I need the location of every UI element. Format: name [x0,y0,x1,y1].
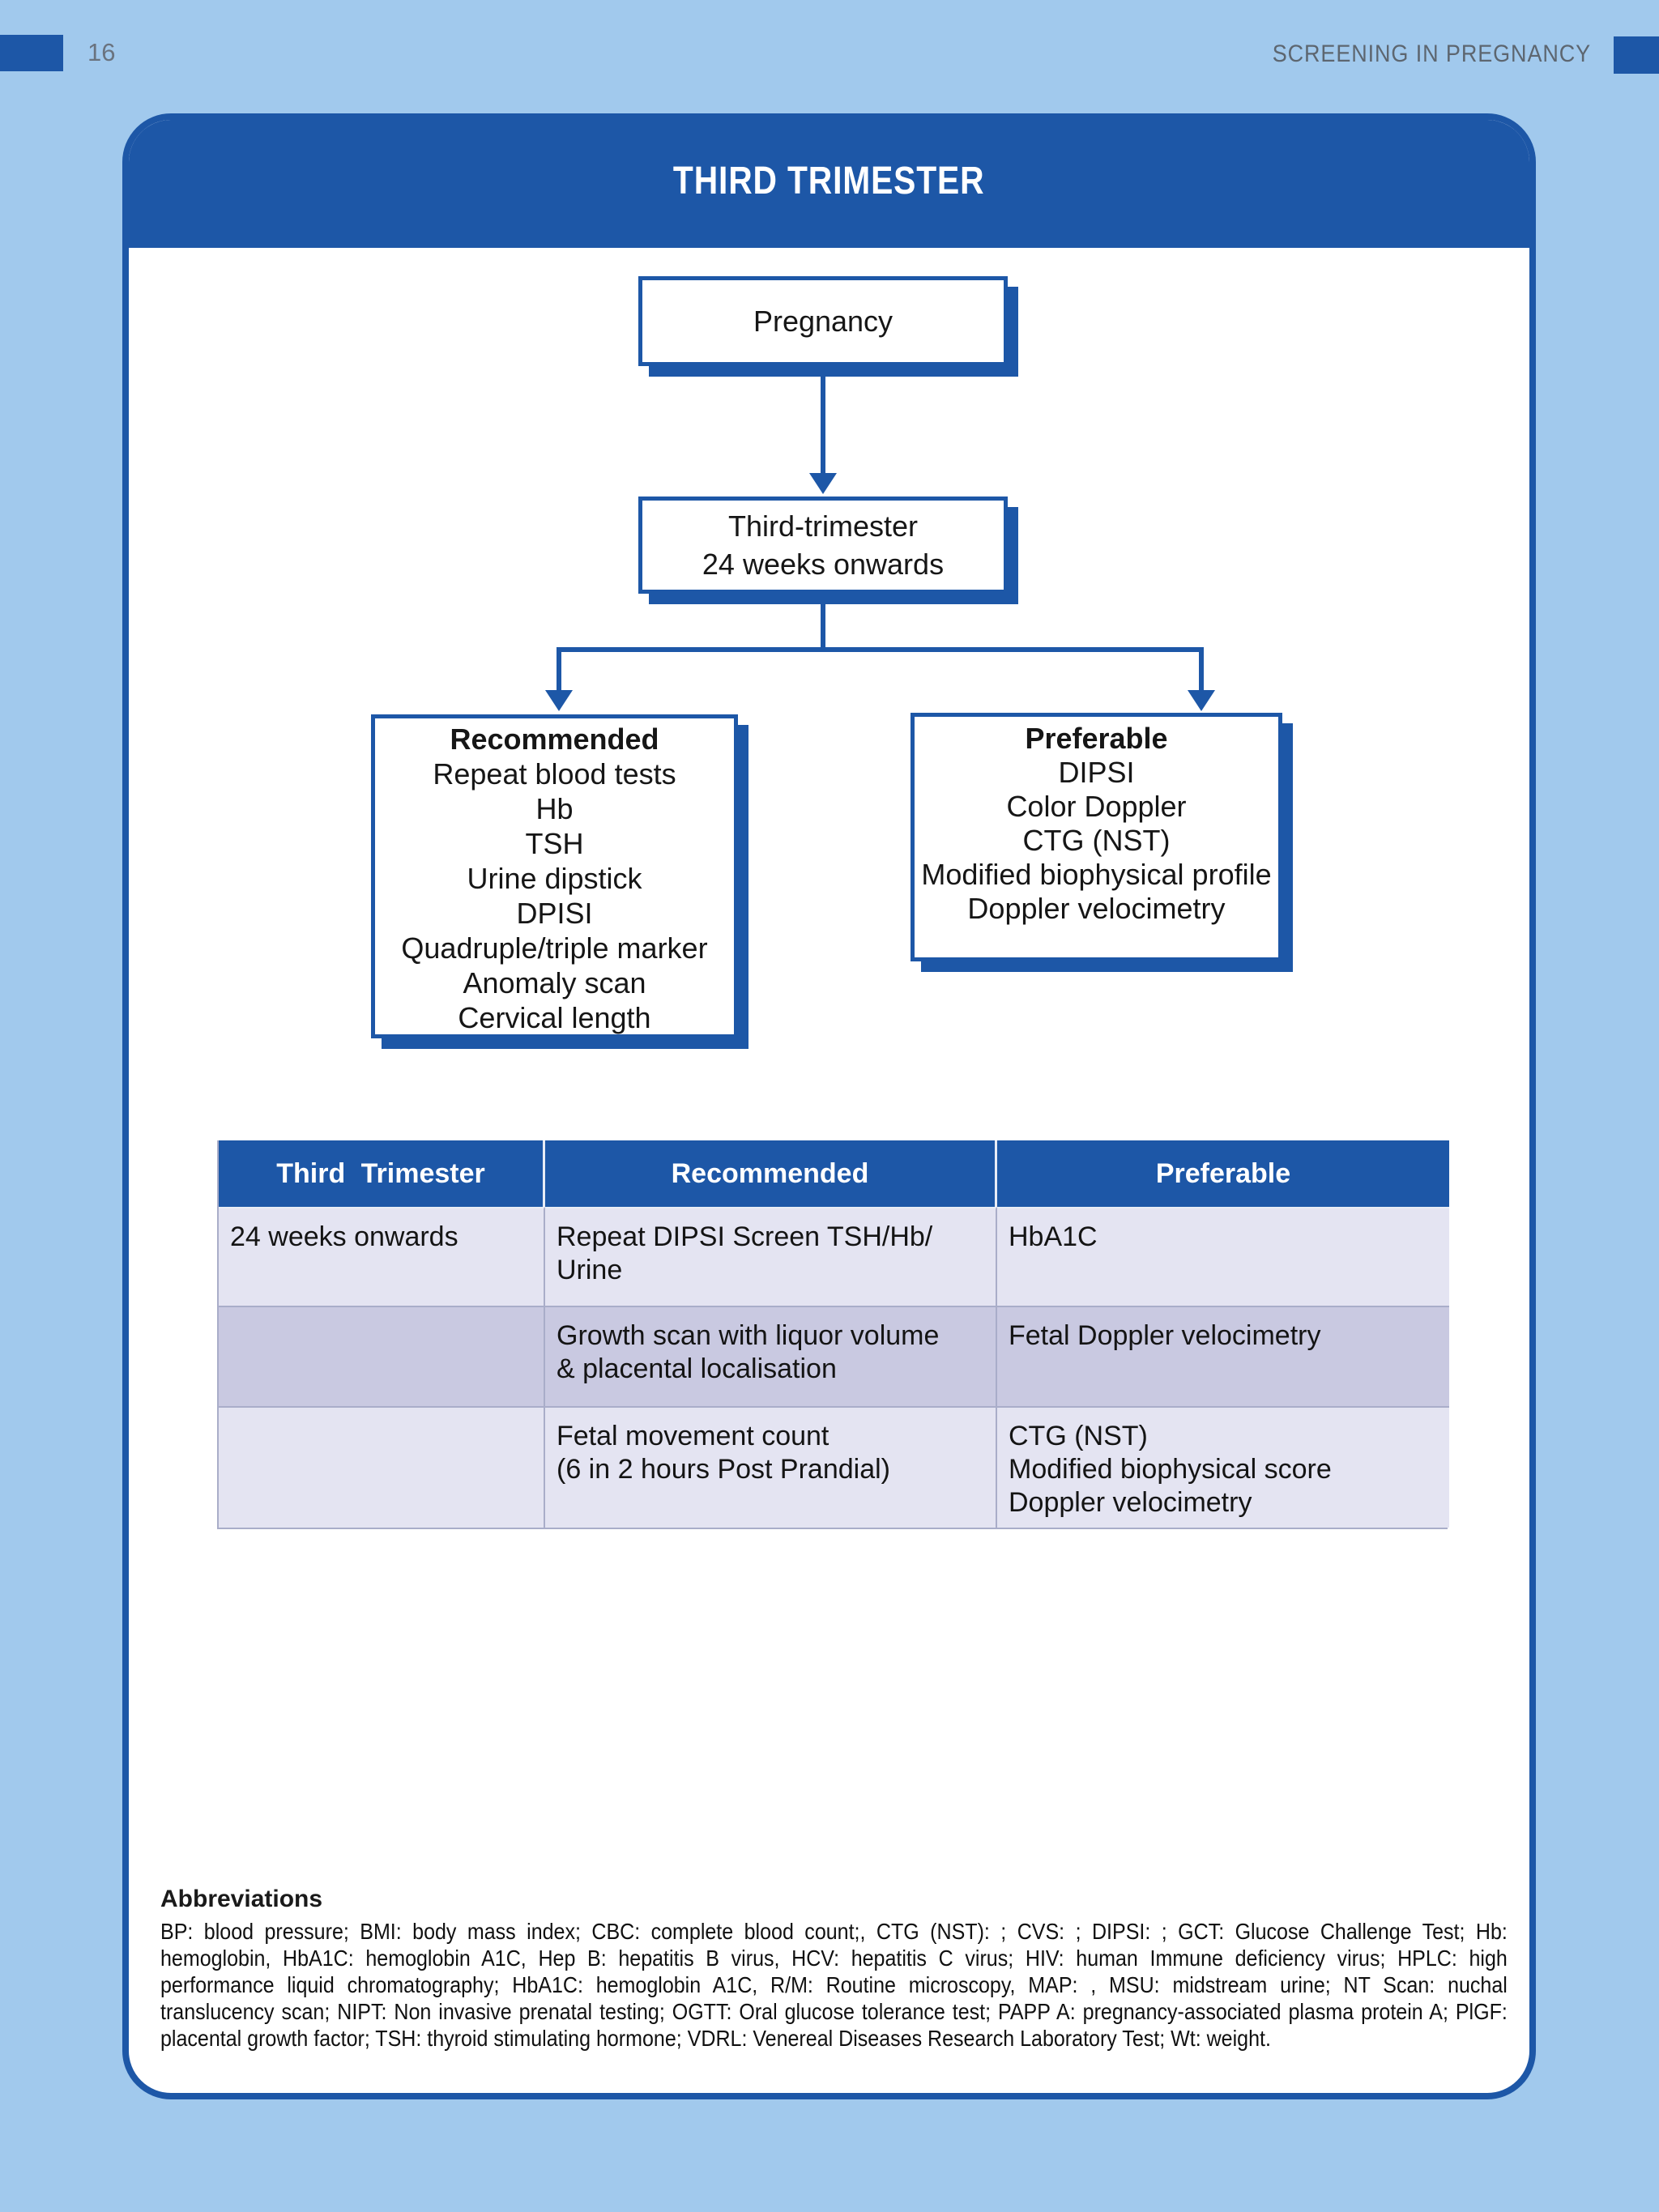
connector-trimester-stem [821,594,825,647]
flow-node-recommended: Recommended Repeat blood tests Hb TSH Ur… [371,714,738,1038]
flow-node-pregnancy-label: Pregnancy [753,304,893,338]
table-cell-r3-recommended: Fetal movement count (6 in 2 hours Post … [545,1406,997,1528]
flow-node-preferable-items: DIPSI Color Doppler CTG (NST) Modified b… [921,756,1272,925]
table-header-trimester: Third Trimester [219,1140,545,1207]
table-header-recommended: Recommended [545,1140,997,1207]
flow-node-third-trimester: Third-trimester 24 weeks onwards [638,497,1008,594]
card-title-band: THIRD TRIMESTER [129,120,1529,248]
arrowhead-down-icon [1188,690,1215,711]
table-cell-r1-preferable: HbA1C [997,1207,1449,1306]
table-header-preferable: Preferable [997,1140,1449,1207]
flow-node-third-trimester-label: Third-trimester 24 weeks onwards [702,509,945,581]
header-right-accent-bar [1614,36,1659,74]
connector-pregnancy-to-trimester [821,366,825,473]
table-cell-r2-recommended: Growth scan with liquor volume & placent… [545,1306,997,1406]
arrowhead-down-icon [809,473,837,494]
page-title: THIRD TRIMESTER [673,159,985,202]
abbreviations-section: Abbreviations BP: blood pressure; BMI: b… [160,1886,1508,2052]
table-cell-r2-trimester [219,1306,545,1406]
abbreviations-text: BP: blood pressure; BMI: body mass index… [160,1919,1508,2051]
arrowhead-down-icon [545,690,573,711]
table-cell-r1-recommended: Repeat DIPSI Screen TSH/Hb/ Urine [545,1207,997,1306]
abbreviations-title: Abbreviations [160,1886,323,1912]
page-number: 16 [87,38,116,66]
running-header: SCREENING IN PREGNANCY [1272,40,1591,67]
table-cell-r3-preferable: CTG (NST) Modified biophysical score Dop… [997,1406,1449,1528]
flow-node-recommended-title: Recommended [450,722,659,756]
flow-node-preferable-title: Preferable [1025,722,1168,755]
table-cell-r1-trimester: 24 weeks onwards [219,1207,545,1306]
connector-branch-line [557,647,1204,652]
table-cell-r3-trimester [219,1406,545,1528]
content-card: THIRD TRIMESTER Pregnancy Third-trimeste… [122,113,1536,2099]
connector-branch-left [557,647,561,692]
summary-table: Third Trimester Recommended Preferable 2… [217,1140,1449,1529]
flow-node-recommended-items: Repeat blood tests Hb TSH Urine dipstick… [401,757,708,1034]
flow-node-preferable: Preferable DIPSI Color Doppler CTG (NST)… [911,713,1282,961]
header-left-accent-bar [0,35,63,71]
flow-node-pregnancy: Pregnancy [638,276,1008,366]
connector-branch-right [1199,647,1204,692]
table-cell-r2-preferable: Fetal Doppler velocimetry [997,1306,1449,1406]
